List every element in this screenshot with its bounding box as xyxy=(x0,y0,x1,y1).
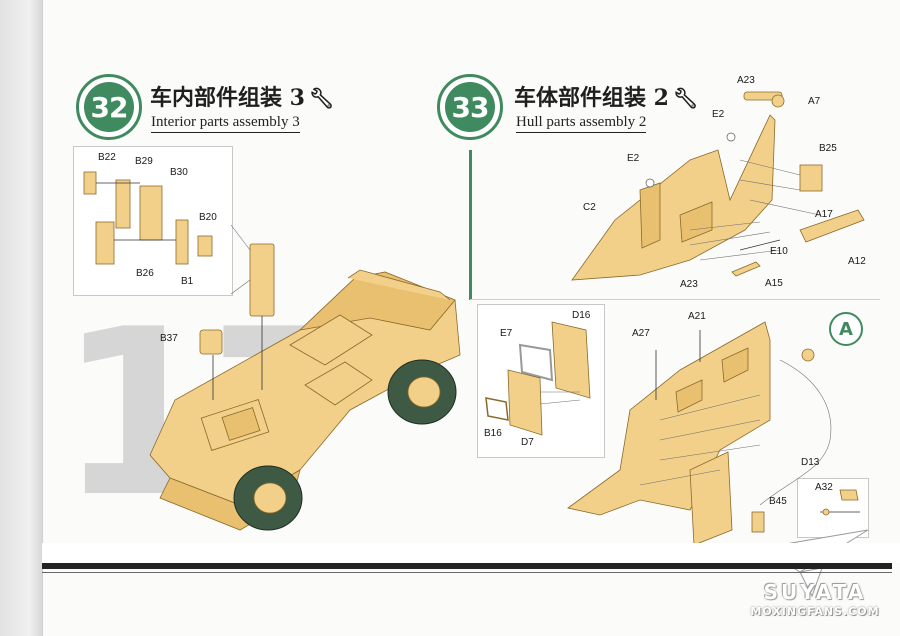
part-label-a7: A7 xyxy=(808,96,821,107)
part-label-d16: D16 xyxy=(572,310,591,321)
step-33-title-en: Hull parts assembly 2 xyxy=(516,114,647,133)
watermark: SUYATA MOXINGFANS.COM xyxy=(740,570,890,632)
watermark-site: MOXINGFANS.COM xyxy=(750,605,880,618)
bottom-margin xyxy=(42,543,900,563)
part-label-e2-lower: E2 xyxy=(627,153,640,164)
step-33-small-detail-parts xyxy=(820,489,860,516)
part-label-b37: B37 xyxy=(160,333,178,344)
part-label-b26: B26 xyxy=(136,268,154,279)
step-32-title-en: Interior parts assembly 3 xyxy=(151,114,300,133)
step-32-title-cn-text: 车内部件组装 3 xyxy=(150,85,305,111)
step-32-detail-parts xyxy=(83,171,213,265)
watermark-name: SUYATA xyxy=(763,580,867,604)
step-33-small-detail-box xyxy=(797,478,869,538)
part-label-c2: C2 xyxy=(583,202,596,213)
wrench-icon: 🔧︎ xyxy=(672,86,699,110)
step-divider-vertical xyxy=(469,150,472,300)
part-label-b1: B1 xyxy=(181,276,194,287)
part-label-b20: B20 xyxy=(199,212,217,223)
step-33-title-cn: 车体部件组装 2🔧︎ xyxy=(514,80,698,112)
part-label-b25: B25 xyxy=(819,143,837,154)
part-label-b30: B30 xyxy=(170,167,188,178)
part-label-b45: B45 xyxy=(769,496,787,507)
part-label-a23-top: A23 xyxy=(737,75,755,86)
part-label-b29: B29 xyxy=(135,156,153,167)
callout-marker-a: A xyxy=(829,312,863,346)
step-33-title-cn-text: 车体部件组装 2 xyxy=(514,85,669,111)
part-label-e10: E10 xyxy=(770,246,788,257)
step-33-number: 33 xyxy=(445,82,495,132)
part-label-b22: B22 xyxy=(98,152,116,163)
part-label-e7: E7 xyxy=(500,328,513,339)
part-label-a17: A17 xyxy=(815,209,833,220)
step-32-number: 32 xyxy=(84,82,134,132)
step-32-title-cn: 车内部件组装 3🔧︎ xyxy=(150,80,334,112)
step-32-vehicle xyxy=(149,224,461,531)
step-32-badge: 32 xyxy=(76,74,142,140)
part-label-a15: A15 xyxy=(765,278,783,289)
part-label-a12: A12 xyxy=(848,256,866,267)
binding-gutter xyxy=(0,0,42,636)
step-33-hull-rear xyxy=(567,321,832,546)
part-label-e2-upper: E2 xyxy=(712,109,725,120)
part-label-a21: A21 xyxy=(688,311,706,322)
step-33-detail-parts xyxy=(485,321,591,436)
wrench-icon: 🔧︎ xyxy=(308,86,335,110)
part-label-d7: D7 xyxy=(521,437,534,448)
seat-grid xyxy=(221,407,261,441)
part-label-b16: B16 xyxy=(484,428,502,439)
step-33-hull-side xyxy=(571,91,865,281)
step-divider-horizontal xyxy=(470,299,880,300)
bottom-rule-thick xyxy=(42,563,892,569)
part-label-a23-bottom: A23 xyxy=(680,279,698,290)
part-label-d13: D13 xyxy=(801,457,820,468)
bottom-rule-thin xyxy=(42,572,892,573)
part-label-a27: A27 xyxy=(632,328,650,339)
part-label-a32: A32 xyxy=(815,482,833,493)
step-33-badge: 33 xyxy=(437,74,503,140)
